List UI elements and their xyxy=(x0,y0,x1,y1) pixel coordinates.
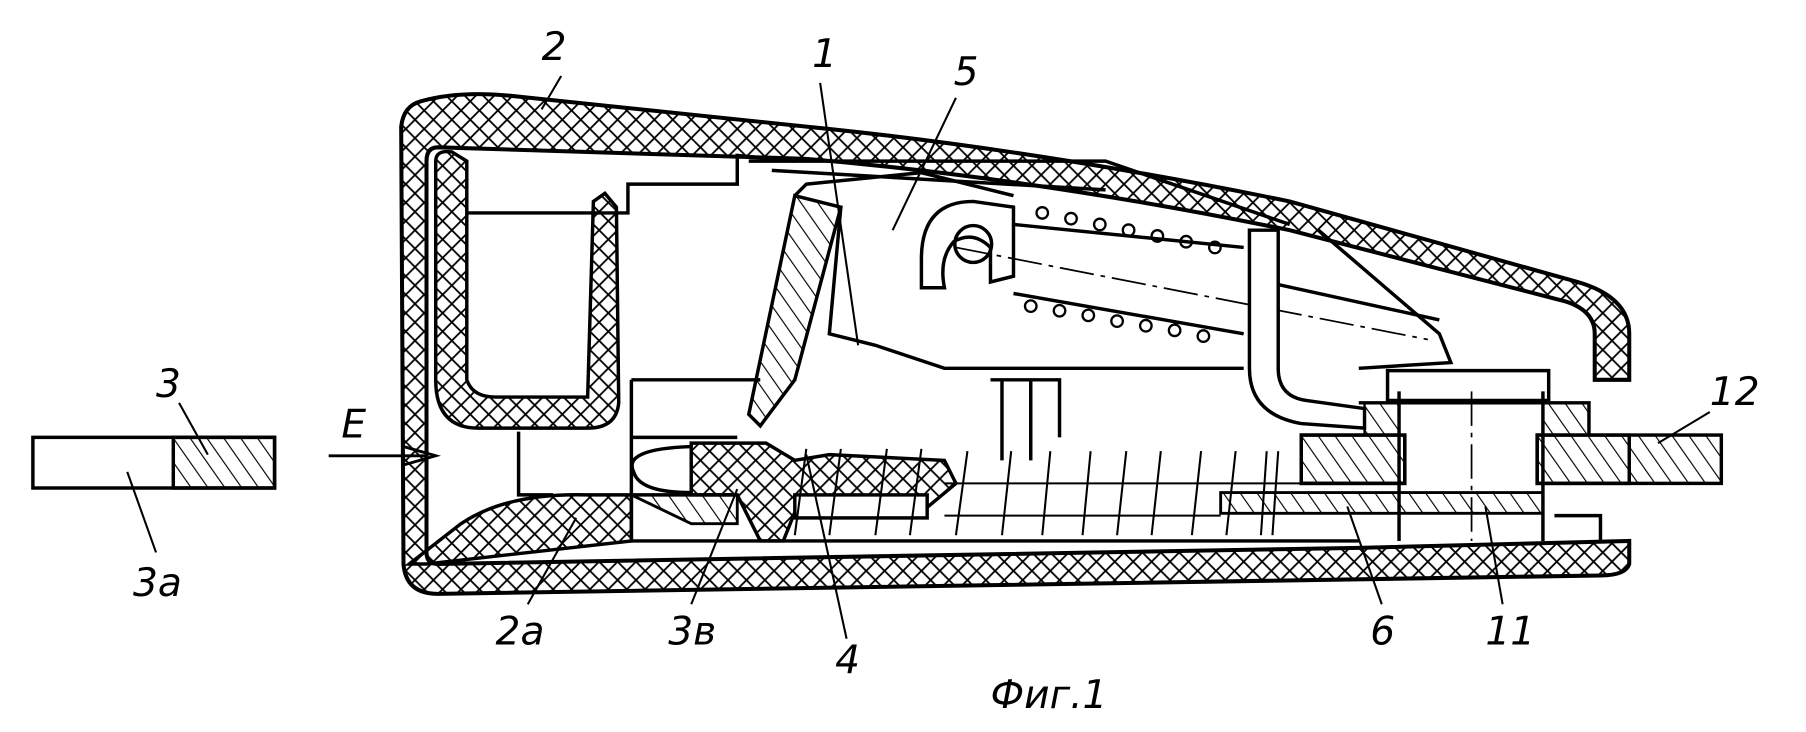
pivot-pin xyxy=(953,223,994,265)
label-2: 2 xyxy=(542,25,567,70)
block-top-right xyxy=(1541,401,1591,437)
axis-line xyxy=(955,246,1473,541)
label-3: 3 xyxy=(156,362,181,407)
label-e: E xyxy=(341,402,366,447)
label-12: 12 xyxy=(1710,370,1760,415)
label-4: 4 xyxy=(835,638,860,683)
housing-lower-wedge xyxy=(404,493,634,566)
label-1: 1 xyxy=(812,32,837,77)
leader-lines xyxy=(126,75,1711,639)
part-3v xyxy=(630,493,739,526)
pivot-hook xyxy=(919,199,1016,290)
slot xyxy=(793,493,929,520)
part-3-hatched xyxy=(171,435,277,490)
label-11: 11 xyxy=(1485,610,1535,655)
slide-plate-6 xyxy=(1219,491,1545,515)
label-5: 5 xyxy=(954,50,979,95)
tension-spring-coils xyxy=(1023,206,1222,343)
label-2a: 2а xyxy=(496,610,545,655)
plate-12 xyxy=(1535,433,1724,486)
arrow-e xyxy=(328,445,441,467)
figure-caption: Фиг.1 xyxy=(990,673,1107,718)
block-left xyxy=(1299,433,1407,486)
label-6: 6 xyxy=(1370,610,1395,655)
housing-shell xyxy=(399,92,1632,596)
housing-front-wall xyxy=(433,149,621,430)
lever-4 xyxy=(746,193,843,429)
compression-spring xyxy=(793,448,1302,536)
bent-wire xyxy=(1247,228,1367,431)
label-3a: 3а xyxy=(133,561,182,606)
label-3v: 3в xyxy=(668,610,716,655)
lever-body-1 xyxy=(748,159,1454,461)
slider-nose xyxy=(630,444,692,495)
block-top-left xyxy=(1363,401,1401,437)
tension-spring-body xyxy=(1013,222,1244,336)
